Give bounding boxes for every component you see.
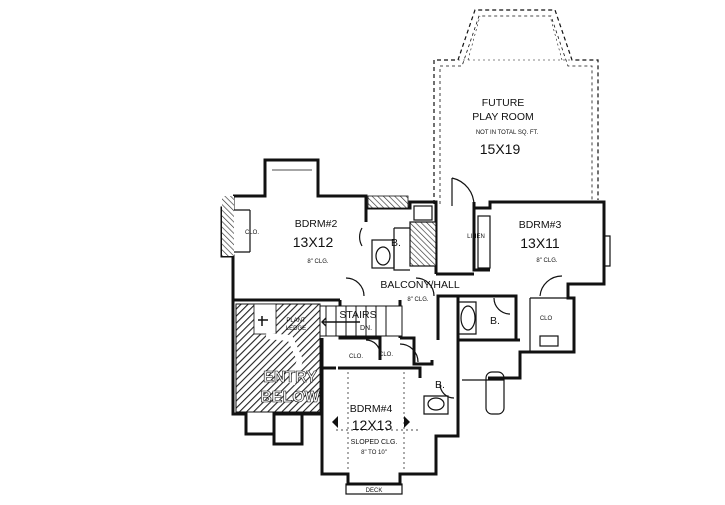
lower-bath-label: B. (435, 379, 445, 391)
upper-bath-label: B. (391, 237, 401, 249)
plant-ledge-label-2: LEDGE (286, 326, 306, 332)
bdrm2-closet: CLO. (245, 230, 259, 236)
stairs-label: STAIRS (339, 309, 376, 321)
linen-label: LINEN (467, 234, 485, 240)
entry-below-label-1: ENTRY (263, 369, 317, 386)
markers (332, 416, 410, 428)
interior-details (222, 169, 611, 495)
deck-label: DECK (366, 488, 383, 494)
future-dimensions: 15X19 (480, 141, 521, 157)
wall-hatches (367, 195, 409, 209)
bdrm3-dimensions: 13X11 (520, 235, 560, 251)
bdrm3-ceiling: 8" CLG. (536, 258, 557, 264)
bdrm4-dimensions: 12X13 (352, 417, 393, 433)
entry-below-label-2: BELOW (260, 389, 320, 406)
bdrm3-name: BDRM#3 (519, 219, 562, 231)
bdrm2-name: BDRM#2 (295, 218, 338, 230)
balcony-ceiling: 8" CLG. (407, 297, 428, 303)
future-title-1: FUTURE (482, 97, 525, 109)
plant-ledge-label-1: PLANT (286, 318, 306, 324)
bdrm2-dimensions: 13X12 (293, 234, 334, 250)
bdrm4-name: BDRM#4 (350, 403, 393, 415)
bdrm4-ceiling-1: SLOPED CLG. (351, 439, 398, 446)
future-note: NOT IN TOTAL SQ. FT. (476, 130, 539, 136)
bdrm2-ceiling: 8" CLG. (307, 259, 328, 265)
stairs-down-label: DN. (360, 325, 372, 332)
mid-bath-label: B. (490, 315, 500, 327)
future-play-room (433, 9, 599, 204)
room-labels: FUTURE PLAY ROOM NOT IN TOTAL SQ. FT. 15… (245, 97, 561, 494)
entry-below-area (235, 303, 321, 413)
bdrm4-ceiling-2: 8" TO 10" (361, 450, 387, 456)
right-closet-label: CLO (540, 316, 553, 322)
small-closet-label: CLO. (379, 352, 393, 358)
mid-closet-label: CLO. (349, 354, 363, 360)
balcony-hall-label: BALCONY/HALL (380, 279, 460, 291)
future-title-2: PLAY ROOM (472, 111, 533, 123)
